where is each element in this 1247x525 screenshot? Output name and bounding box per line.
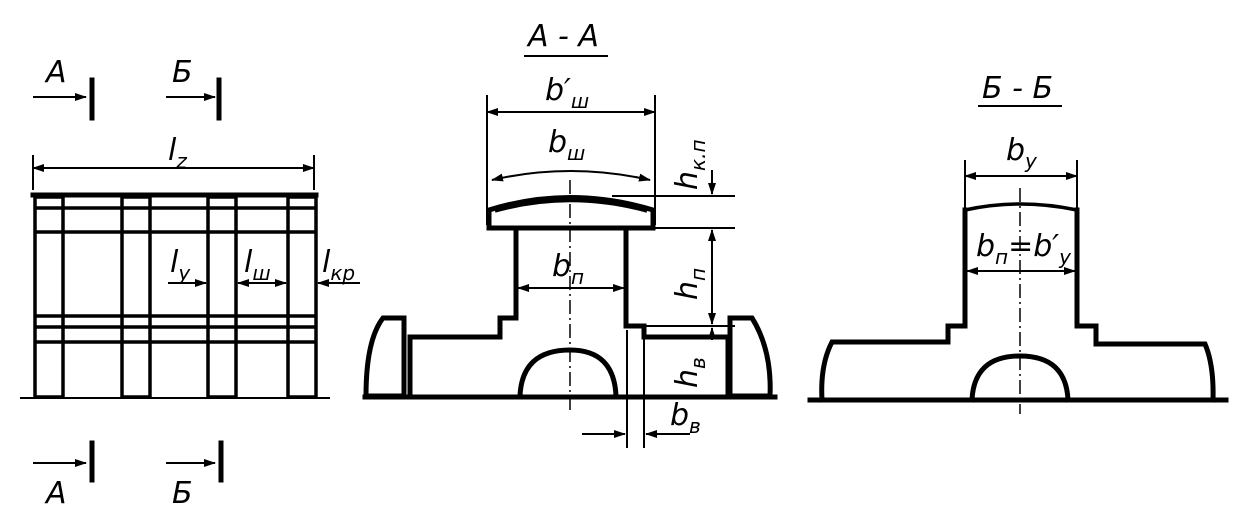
label-l-kr: lкр <box>322 245 355 285</box>
section-a-a: А - А b′ш bш bп hк.п <box>362 19 778 448</box>
cut-mark-a-bottom: А <box>33 440 95 511</box>
label-b-v: bв <box>670 398 701 438</box>
cut-label-a-top: А <box>44 55 67 90</box>
cut-label-b-top: Б <box>172 55 193 90</box>
cut-label-b-bottom: Б <box>172 476 193 511</box>
plan-view: А Б lz <box>20 55 360 511</box>
label-h-p: hп <box>670 268 710 300</box>
label-b-p: bп <box>552 249 584 289</box>
cut-label-a-bottom: А <box>44 476 67 511</box>
dim-l-y: ly <box>168 245 207 287</box>
label-l-z: lz <box>168 133 187 173</box>
section-b-b: Б - Б by bп=b′y <box>807 71 1229 414</box>
label-h-kp: hк.п <box>670 139 710 190</box>
label-l-y: ly <box>170 245 191 285</box>
label-b-sh-prime: b′ш <box>545 73 589 113</box>
cut-mark-b-top: Б <box>166 55 222 121</box>
cut-mark-b-bottom: Б <box>166 440 224 511</box>
dim-l-z: lz <box>32 133 315 190</box>
section-title-b-b: Б - Б <box>982 71 1053 106</box>
label-b-y: by <box>1006 133 1038 173</box>
label-b-sh: bш <box>548 125 585 165</box>
label-l-sh: lш <box>244 245 271 285</box>
section-title-a-a: А - А <box>526 19 599 54</box>
label-h-v: hв <box>670 357 710 388</box>
dim-l-kr: lкр <box>317 245 360 287</box>
dim-l-sh: lш <box>237 245 287 287</box>
label-b-p-eq-b-y-prime: bп=b′y <box>976 229 1072 269</box>
rail-bars <box>33 195 318 399</box>
cut-mark-a-top: А <box>33 55 95 121</box>
